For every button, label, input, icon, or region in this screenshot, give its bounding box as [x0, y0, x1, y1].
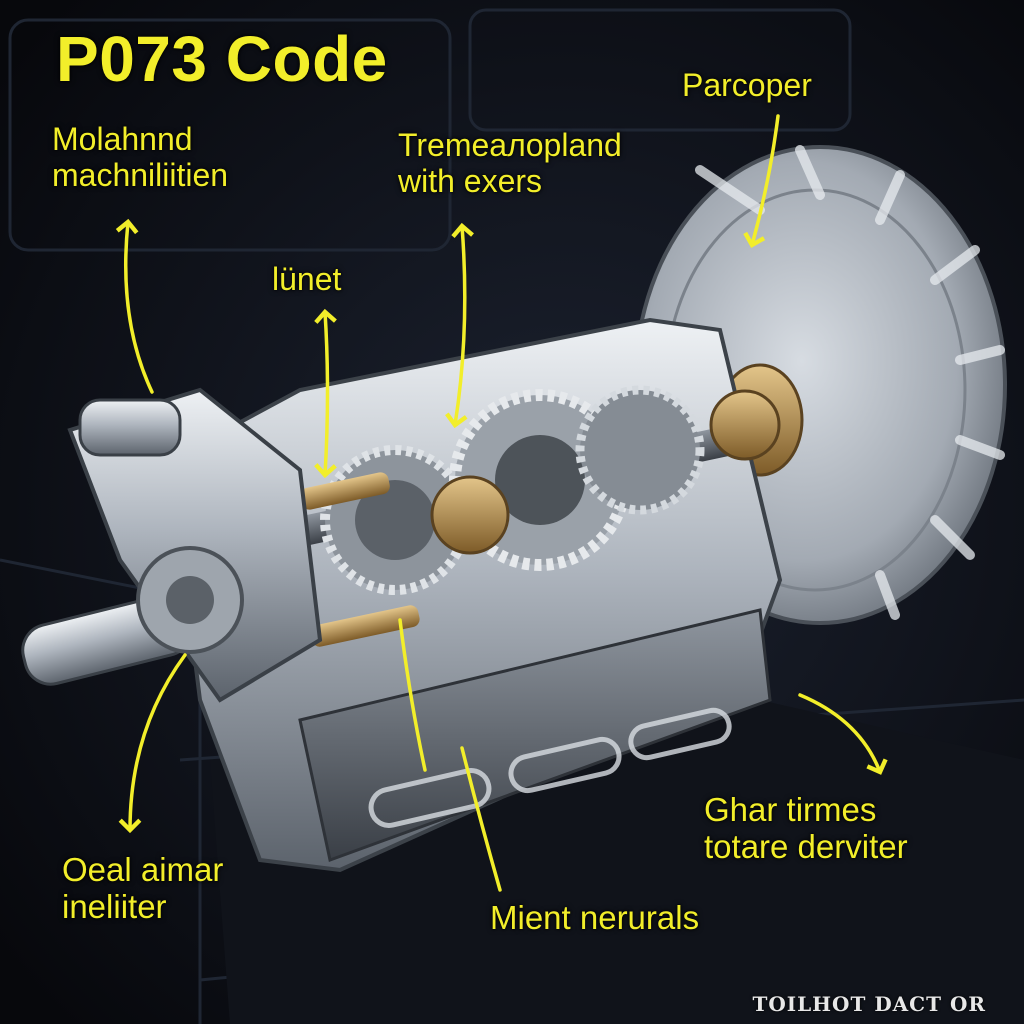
callout-top-right-line1: Parcoper: [682, 67, 812, 103]
annotation-arrows: [115, 114, 888, 892]
output-shaft: [21, 387, 323, 703]
callout-bottom-center-line1: Mient nerurals: [490, 899, 700, 936]
callout-top-left-line2: machniliitien: [52, 156, 229, 193]
arrow-bottom-center-b: [460, 746, 502, 892]
callout-mid-left-line1: lünet: [272, 261, 342, 297]
callout-top-right: Parcoper: [682, 67, 812, 104]
arrow-top-left: [115, 218, 154, 394]
callout-top-left-line1: Molahnnd: [52, 121, 193, 157]
callout-bottom-left-line2: ineliiter: [62, 887, 167, 925]
callout-bottom-left: Oeal aimar ineliiter: [62, 851, 224, 926]
callout-top-center-line1: Tremeaлopland: [398, 127, 622, 163]
arrow-top-right: [743, 114, 780, 249]
page-title: P073 Code: [56, 23, 388, 95]
callout-top-left: Molahnnd machniliitien: [52, 121, 229, 194]
callout-bottom-left-line1: Oeal aimar: [62, 851, 224, 888]
callout-top-center-line2: with exers: [398, 162, 543, 199]
watermark: TOILHOT DACT OR: [752, 992, 986, 1016]
arrow-mid-left: [314, 308, 337, 479]
callout-bottom-right-line2: totare derviter: [704, 827, 908, 865]
arrow-bottom-center-a: [398, 618, 427, 772]
arrow-bottom-left: [118, 653, 187, 834]
gear-train: [283, 385, 781, 647]
callout-top-center: Tremeaлopland with exers: [398, 127, 622, 200]
callout-mid-left: lünet: [272, 261, 342, 298]
callout-bottom-right-line1: Ghar tirmes: [704, 791, 877, 828]
callout-bottom-center: Mient nerurals: [490, 899, 700, 937]
arrow-bottom-right: [798, 693, 888, 775]
callout-bottom-right: Ghar tirmes totare derviter: [704, 791, 908, 866]
arrow-top-center: [445, 222, 474, 429]
